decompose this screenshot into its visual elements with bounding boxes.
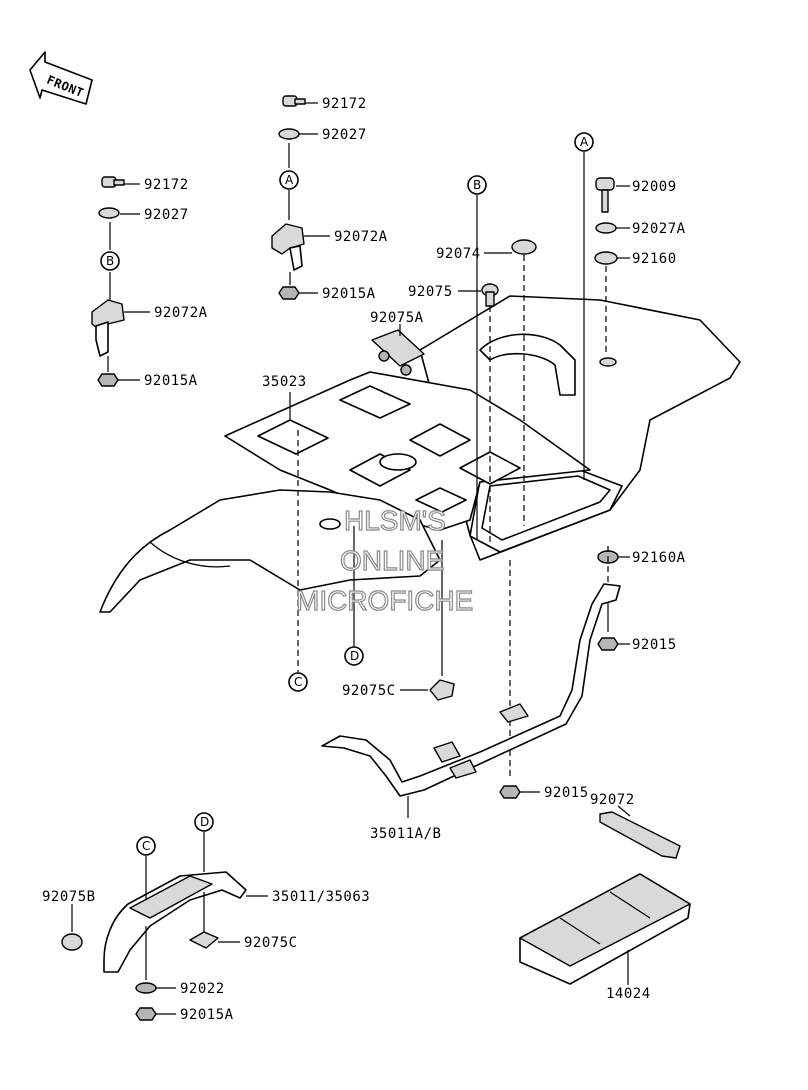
nut-92015A-a-icon [278,286,300,300]
label-35011AB: 35011A/B [370,826,441,842]
cap-92074-icon [511,239,537,255]
label-35011-35063: 35011/35063 [272,889,370,905]
svg-text:A: A [580,135,589,149]
label-92172-a: 92172 [322,96,367,112]
label-92072A-b: 92072A [154,305,208,321]
label-35023: 35023 [262,374,307,390]
ref-a-label: A [285,173,294,187]
strap-92072-icon [599,805,681,859]
ref-b-right-icon: B [467,175,487,195]
label-92075C-b: 92075C [244,935,298,951]
svg-text:B: B [106,254,114,268]
label-92075B: 92075B [42,889,96,905]
label-92015-a: 92015 [632,637,677,653]
svg-text:B: B [473,178,481,192]
ref-c-top-icon: C [288,672,308,692]
label-92160: 92160 [632,251,677,267]
nut-92015A-c-icon [135,1007,157,1021]
nut-92015-b-icon [499,785,521,799]
svg-text:MICROFICHE: MICROFICHE [296,585,473,616]
ref-d-bottom-icon: D [194,812,214,832]
clip-92072A-b-icon [91,299,125,331]
pin-92075-icon [481,283,499,307]
ref-d-top-icon: D [344,646,364,666]
label-92172-b: 92172 [144,177,189,193]
washer-92022-icon [135,982,157,994]
ref-a-right-icon: A [574,132,594,152]
plate-92075C-a-icon [429,679,455,701]
front-arrow-icon: FRONT [29,51,93,105]
ref-c-bottom-icon: C [136,836,156,856]
label-92075A: 92075A [370,310,424,326]
label-92160A: 92160A [632,550,686,566]
label-92027-a: 92027 [322,127,367,143]
rail-35011AB-icon [321,583,621,818]
nut-92015A-b-icon [97,373,119,387]
svg-text:HLSM'S: HLSM'S [344,505,446,536]
label-14024: 14024 [606,986,651,1002]
label-92015-b: 92015 [544,785,589,801]
washer-92027-b-icon [98,207,120,219]
svg-text:C: C [294,675,302,689]
ref-b-left-icon: B [100,251,120,271]
bracket-group-a [271,95,330,300]
washer-92027-a-icon [278,128,300,140]
label-92015A-a: 92015A [322,286,376,302]
bracket-group-b [91,176,150,387]
label-92027-b: 92027 [144,207,189,223]
label-92075C-a: 92075C [342,683,396,699]
label-92009: 92009 [632,179,677,195]
rear-fender-35023 [99,295,741,613]
svg-text:C: C [142,839,150,853]
cap-92075B-icon [61,933,83,951]
label-92027A: 92027A [632,221,686,237]
label-92022: 92022 [180,981,225,997]
label-92015A-c: 92015A [180,1007,234,1023]
ref-a-top-icon: A [279,170,299,190]
rear-fender-35011-35063-icon [61,832,268,1021]
watermark: HLSM'S ONLINE MICROFICHE [295,504,474,616]
label-92075: 92075 [408,284,453,300]
plate-92075C-b-icon [189,931,219,949]
svg-text:ONLINE: ONLINE [340,545,444,576]
label-92015A-b: 92015A [144,373,198,389]
label-92072: 92072 [590,792,635,808]
toolcase-14024-icon [519,873,691,985]
svg-text:D: D [200,815,209,829]
plate-92075A-icon [371,324,425,376]
washer-92160-icon [594,251,618,265]
bolt-92172-b-icon [101,176,125,188]
svg-text:D: D [350,649,359,663]
bolt-92009-icon [595,177,615,213]
bolt-92172-a-icon [282,95,306,107]
label-92074: 92074 [436,246,481,262]
label-92072A-a: 92072A [334,229,388,245]
washer-92027A-icon [595,222,617,234]
nut-92015-a-icon [597,637,619,651]
